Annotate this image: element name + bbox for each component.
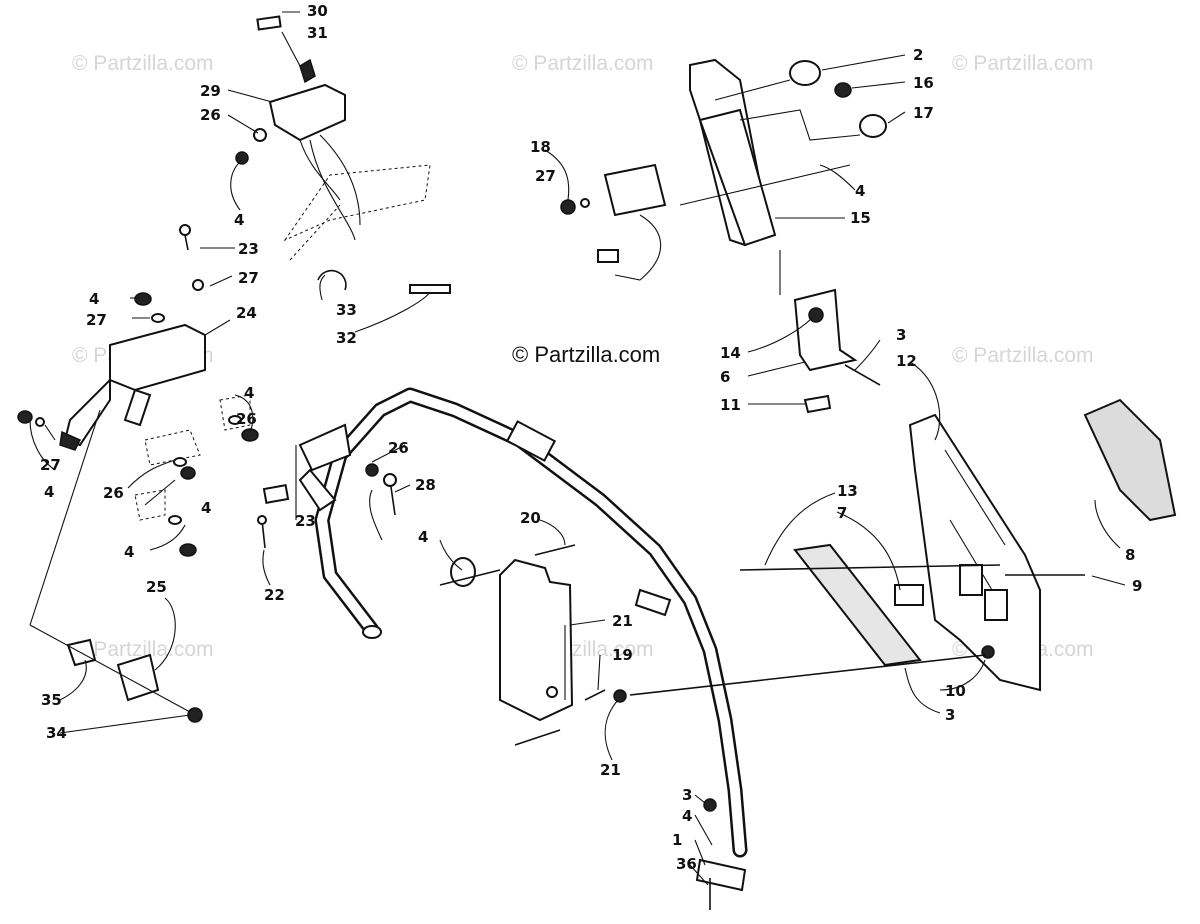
callout-21: 20 <box>520 509 541 527</box>
callout-26: 26 <box>103 484 124 502</box>
callout-10: 9 <box>1132 577 1142 595</box>
callout-16: 2 <box>913 46 923 64</box>
callout-32: 32 <box>336 329 357 347</box>
watermark-text: © Partzilla.com <box>952 52 1094 75</box>
callout-3: 21 <box>600 761 621 779</box>
callout-27: 27 <box>40 456 61 474</box>
watermark-text: © Partzilla.com <box>72 638 214 661</box>
bracket-11-drawing <box>793 288 881 414</box>
callout-26: 26 <box>200 106 221 124</box>
callout-4: 34 <box>46 724 67 742</box>
callout-18: 17 <box>913 104 934 122</box>
callout-21: 19 <box>612 646 633 664</box>
callout-28: 26 <box>388 439 409 457</box>
callout-17: 16 <box>913 74 934 92</box>
callout-2: 36 <box>676 855 697 873</box>
callout-33: 33 <box>336 301 357 319</box>
callout-3: 14 <box>720 344 741 362</box>
bumper-tube-drawing <box>298 387 748 892</box>
callout-26: 4 <box>124 543 134 561</box>
center-watermark-text: © Partzilla.com <box>512 342 660 367</box>
callout-23: 28 <box>415 476 436 494</box>
watermark-text: © Partzilla.com <box>72 52 214 75</box>
callout-4: 4 <box>89 290 99 308</box>
regulator-plate-drawing <box>560 58 887 295</box>
small-hardware-drawing <box>262 463 717 910</box>
side-panel-drawing <box>629 398 1177 696</box>
callout-30: 30 <box>307 2 328 20</box>
plate-19-drawing <box>499 558 574 722</box>
callout-4: 4 <box>44 483 54 501</box>
callout-35: 25 <box>146 578 167 596</box>
callout-19: 21 <box>612 612 633 630</box>
callout-1: 4 <box>682 807 692 825</box>
callout-14: 15 <box>850 209 871 227</box>
watermark-text: © Partzilla.com <box>952 344 1094 367</box>
callout-22: 23 <box>295 512 316 530</box>
callout-24: 24 <box>236 304 257 322</box>
callout-7: 13 <box>837 482 858 500</box>
switch-assembly-drawing <box>235 15 451 294</box>
callout-31: 31 <box>307 24 328 42</box>
callout-3: 10 <box>945 682 966 700</box>
callout-4: 27 <box>535 167 556 185</box>
callout-9: 8 <box>1125 546 1135 564</box>
callout-8: 7 <box>837 504 847 522</box>
leader-lines <box>29 11 1126 886</box>
callout-11: 6 <box>720 368 730 386</box>
callout-labels: 30 31 29 26 4 23 27 4 27 24 33 32 4 27 4… <box>40 2 1142 873</box>
callout-23: 23 <box>238 240 259 258</box>
callout-20: 4 <box>418 528 428 546</box>
callout-5: 3 <box>945 706 955 724</box>
callout-4: 3 <box>682 786 692 804</box>
callout-4: 4 <box>201 499 211 517</box>
callout-26: 26 <box>236 410 257 428</box>
callout-27: 18 <box>530 138 551 156</box>
callout-15: 4 <box>855 182 865 200</box>
watermark-text: © Partzilla.com <box>512 52 654 75</box>
callout-27: 27 <box>86 311 107 329</box>
callout-4: 4 <box>234 211 244 229</box>
callout-29: 29 <box>200 82 221 100</box>
callout-25: 22 <box>264 586 285 604</box>
callout-27: 27 <box>238 269 259 287</box>
left-bracket-drawing <box>17 224 267 557</box>
callout-4: 4 <box>244 384 254 402</box>
callout-12: 3 <box>896 326 906 344</box>
callout-6: 12 <box>896 352 917 370</box>
callout-34: 35 <box>41 691 62 709</box>
callout-13: 11 <box>720 396 741 414</box>
callout-36: 1 <box>672 831 682 849</box>
